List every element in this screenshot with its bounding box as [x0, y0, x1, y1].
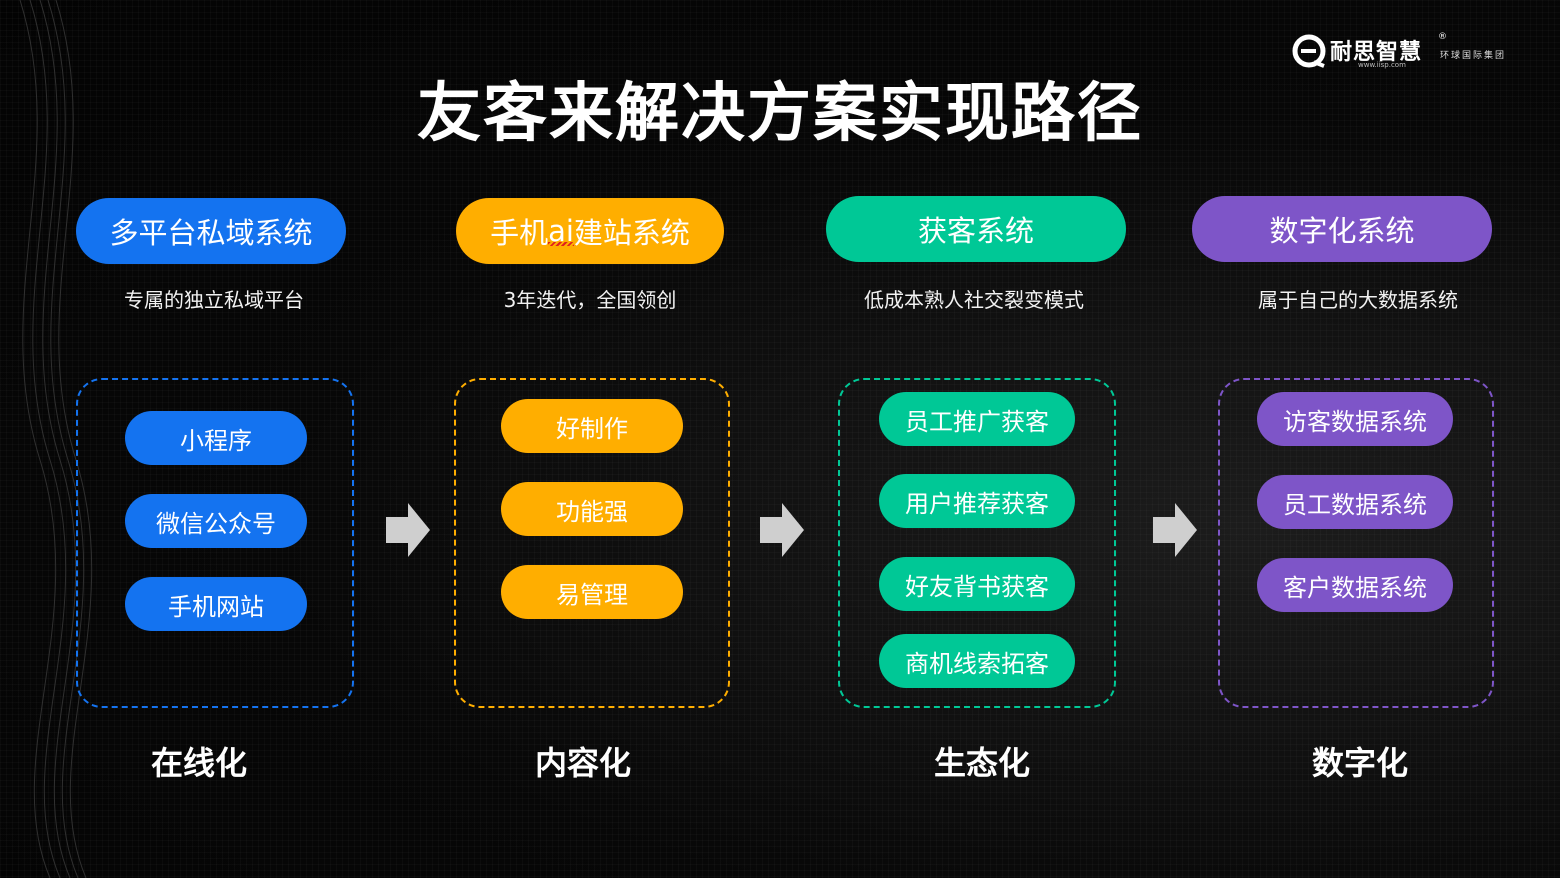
- arrow-right-icon: [386, 503, 430, 557]
- heading-pill-acquisition: 获客系统: [826, 196, 1126, 262]
- item-easy-make: 好制作: [501, 399, 683, 453]
- heading-ai-site-part1: 手机: [490, 216, 549, 250]
- item-lead-expansion: 商机线索拓客: [879, 634, 1075, 688]
- item-employee-promo: 员工推广获客: [879, 392, 1075, 446]
- heading-pill-digital: 数字化系统: [1192, 196, 1492, 262]
- page-title: 友客来解决方案实现路径: [417, 77, 1143, 151]
- items-box-content: 好制作 功能强 易管理: [454, 378, 730, 708]
- item-employee-data: 员工数据系统: [1257, 475, 1453, 529]
- item-easy-manage: 易管理: [501, 565, 683, 619]
- desc-acquisition: 低成本熟人社交裂变模式: [864, 288, 1084, 312]
- items-box-online: 小程序 微信公众号 手机网站: [76, 378, 354, 708]
- heading-ai-site-part2: ai: [548, 214, 574, 248]
- arrow-right-icon: [760, 503, 804, 557]
- caption-content: 内容化: [534, 744, 631, 782]
- items-box-digital: 访客数据系统 员工数据系统 客户数据系统: [1218, 378, 1494, 708]
- heading-pill-private-domain: 多平台私域系统: [76, 198, 346, 264]
- item-user-referral: 用户推荐获客: [879, 474, 1075, 528]
- item-customer-data: 客户数据系统: [1257, 558, 1453, 612]
- desc-private-domain: 专属的独立私域平台: [124, 288, 304, 312]
- caption-ecosystem: 生态化: [933, 744, 1030, 782]
- item-wechat-account: 微信公众号: [125, 494, 307, 548]
- item-powerful: 功能强: [501, 482, 683, 536]
- item-mini-program: 小程序: [125, 411, 307, 465]
- items-box-ecosystem: 员工推广获客 用户推荐获客 好友背书获客 商机线索拓客: [838, 378, 1116, 708]
- brand-subtitle: 环球国际集团: [1440, 51, 1507, 61]
- caption-online: 在线化: [150, 744, 247, 782]
- brand-url: www.iisp.com: [1358, 61, 1406, 69]
- item-visitor-data: 访客数据系统: [1257, 392, 1453, 446]
- item-friend-endorse: 好友背书获客: [879, 557, 1075, 611]
- wave-decoration: [19, 0, 93, 878]
- desc-ai-site: 3年迭代，全国领创: [503, 288, 677, 312]
- registered-mark: ®: [1438, 32, 1447, 42]
- brand-name: 耐思智慧: [1330, 40, 1423, 65]
- logo-mark-icon: [1292, 34, 1326, 68]
- caption-digital: 数字化: [1311, 744, 1408, 782]
- desc-digital: 属于自己的大数据系统: [1258, 288, 1458, 312]
- arrow-right-icon: [1153, 503, 1197, 557]
- heading-ai-site-part3: 建站系统: [573, 216, 690, 250]
- item-mobile-site: 手机网站: [125, 577, 307, 631]
- brand-logo: 耐思智慧 ® 环球国际集团 www.iisp.com: [1292, 32, 1522, 72]
